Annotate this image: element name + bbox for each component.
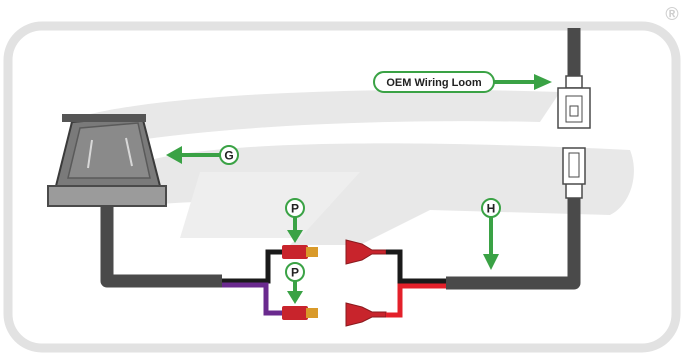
callout-p-bottom-label: P bbox=[291, 266, 299, 280]
callout-h-label: H bbox=[487, 202, 496, 216]
callout-p-top-label: P bbox=[291, 202, 299, 216]
background-logo-watermark bbox=[70, 89, 634, 245]
female-connector-top bbox=[345, 239, 387, 265]
callout-h: H bbox=[481, 198, 501, 270]
male-connector-bottom bbox=[282, 306, 318, 320]
female-connector-bottom bbox=[345, 302, 387, 327]
male-connector-top bbox=[282, 245, 318, 259]
license-plate-lamp-icon bbox=[47, 114, 167, 207]
callout-g-label: G bbox=[224, 149, 233, 163]
wire-purple-lamp bbox=[222, 282, 290, 316]
callout-p-bottom: P bbox=[285, 262, 305, 304]
wire-black-lamp bbox=[222, 249, 290, 284]
lamp-cable bbox=[100, 206, 222, 288]
oem-wiring-loom-label: OEM Wiring Loom bbox=[386, 77, 481, 89]
loom-cable bbox=[446, 196, 581, 290]
oem-connector-icon bbox=[557, 75, 591, 129]
oem-wiring-loom-callout: OEM Wiring Loom bbox=[373, 71, 552, 93]
diagram-frame bbox=[3, 21, 681, 353]
callout-g: G bbox=[166, 145, 239, 165]
callout-p-top: P bbox=[285, 198, 305, 243]
registered-mark: ® bbox=[665, 4, 678, 24]
wire-black-loom bbox=[386, 249, 446, 284]
wire-red-loom bbox=[386, 283, 446, 318]
loom-plug-icon bbox=[562, 147, 586, 199]
